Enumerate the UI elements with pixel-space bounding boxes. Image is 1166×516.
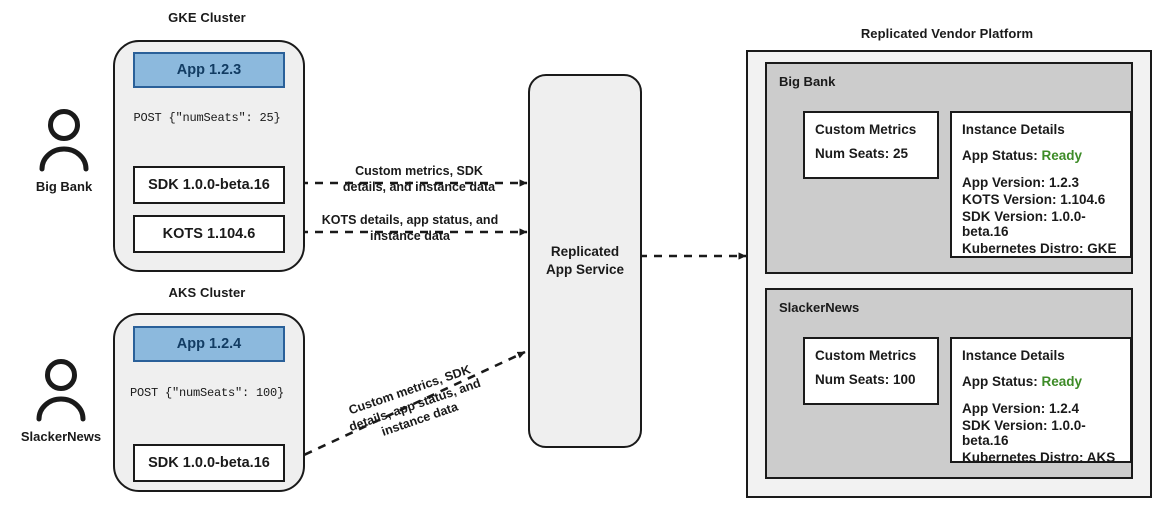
actor-label-big-bank: Big Bank	[35, 179, 93, 194]
app-status-label: App Status:	[962, 148, 1038, 163]
gke-sdk-node[interactable]: SDK 1.0.0-beta.16	[133, 166, 285, 204]
tenant-card-big-bank[interactable]: Big Bank Custom Metrics Num Seats: 25 In…	[765, 62, 1133, 274]
detail-row: Kubernetes Distro: GKE	[962, 241, 1117, 256]
custom-metrics-heading: Custom Metrics	[815, 348, 917, 363]
detail-row: Kubernetes Distro: AKS	[962, 450, 1116, 465]
gke-post-call: POST {"numSeats": 25}	[133, 111, 281, 125]
service-title-line2: App Service	[545, 262, 625, 277]
person-icon	[39, 109, 89, 172]
tenant-name: Big Bank	[779, 74, 836, 89]
aks-sdk-node[interactable]: SDK 1.0.0-beta.16	[133, 444, 285, 482]
app-status-label: App Status:	[962, 374, 1038, 389]
app-status-row: App Status: Ready	[962, 374, 1130, 389]
actor-slackernews: SlackerNews	[6, 358, 116, 444]
tenant-name: SlackerNews	[779, 300, 860, 315]
edge-label-sdk-to-service: Custom metrics, SDK details, and instanc…	[330, 164, 508, 195]
instance-details-card: Instance Details App Status: Ready App V…	[950, 111, 1132, 258]
detail-row: SDK Version: 1.0.0-beta.16	[962, 418, 1086, 448]
gke-cluster-title: GKE Cluster	[168, 10, 246, 25]
person-icon	[36, 359, 86, 422]
custom-metrics-card: Custom Metrics Num Seats: 25	[803, 111, 939, 179]
platform-title: Replicated Vendor Platform	[860, 26, 1034, 41]
custom-metrics-card: Custom Metrics Num Seats: 100	[803, 337, 939, 405]
app-status-row: App Status: Ready	[962, 148, 1130, 163]
actor-label-slackernews: SlackerNews	[20, 429, 102, 444]
edge-label-line2: instance data	[370, 228, 450, 243]
detail-row: App Version: 1.2.4	[962, 401, 1080, 416]
tenant-card-slackernews[interactable]: SlackerNews Custom Metrics Num Seats: 10…	[765, 288, 1133, 479]
status-badge: Ready	[1041, 374, 1083, 389]
num-seats-value: Num Seats: 100	[815, 372, 916, 387]
edge-label-line2: details, and instance data	[342, 179, 496, 194]
edge-label-kots-to-service: KOTS details, app status, and instance d…	[310, 213, 510, 244]
edge-label-line1: Custom metrics, SDK	[355, 164, 483, 178]
status-badge: Ready	[1041, 148, 1083, 163]
aks-app-node[interactable]: App 1.2.4	[133, 326, 285, 362]
instance-details-card: Instance Details App Status: Ready App V…	[950, 337, 1132, 465]
replicated-app-service-box[interactable]: Replicated App Service	[528, 74, 642, 448]
gke-app-node[interactable]: App 1.2.3	[133, 52, 285, 88]
detail-row: App Version: 1.2.3	[962, 175, 1080, 190]
gke-kots-node[interactable]: KOTS 1.104.6	[133, 215, 285, 253]
instance-details-heading: Instance Details	[962, 122, 1065, 137]
service-title-line1: Replicated	[550, 243, 620, 259]
instance-details-heading: Instance Details	[962, 348, 1065, 363]
edge-label-line1: KOTS details, app status, and	[321, 213, 499, 227]
detail-row: KOTS Version: 1.104.6	[962, 192, 1106, 207]
aks-cluster-title: AKS Cluster	[168, 285, 246, 300]
custom-metrics-heading: Custom Metrics	[815, 122, 917, 137]
detail-row: SDK Version: 1.0.0-beta.16	[962, 209, 1086, 239]
num-seats-value: Num Seats: 25	[815, 146, 909, 161]
aks-post-call: POST {"numSeats": 100}	[129, 386, 285, 400]
edge-aks-sdk-to-service	[290, 350, 526, 463]
actor-big-bank: Big Bank	[18, 108, 110, 194]
